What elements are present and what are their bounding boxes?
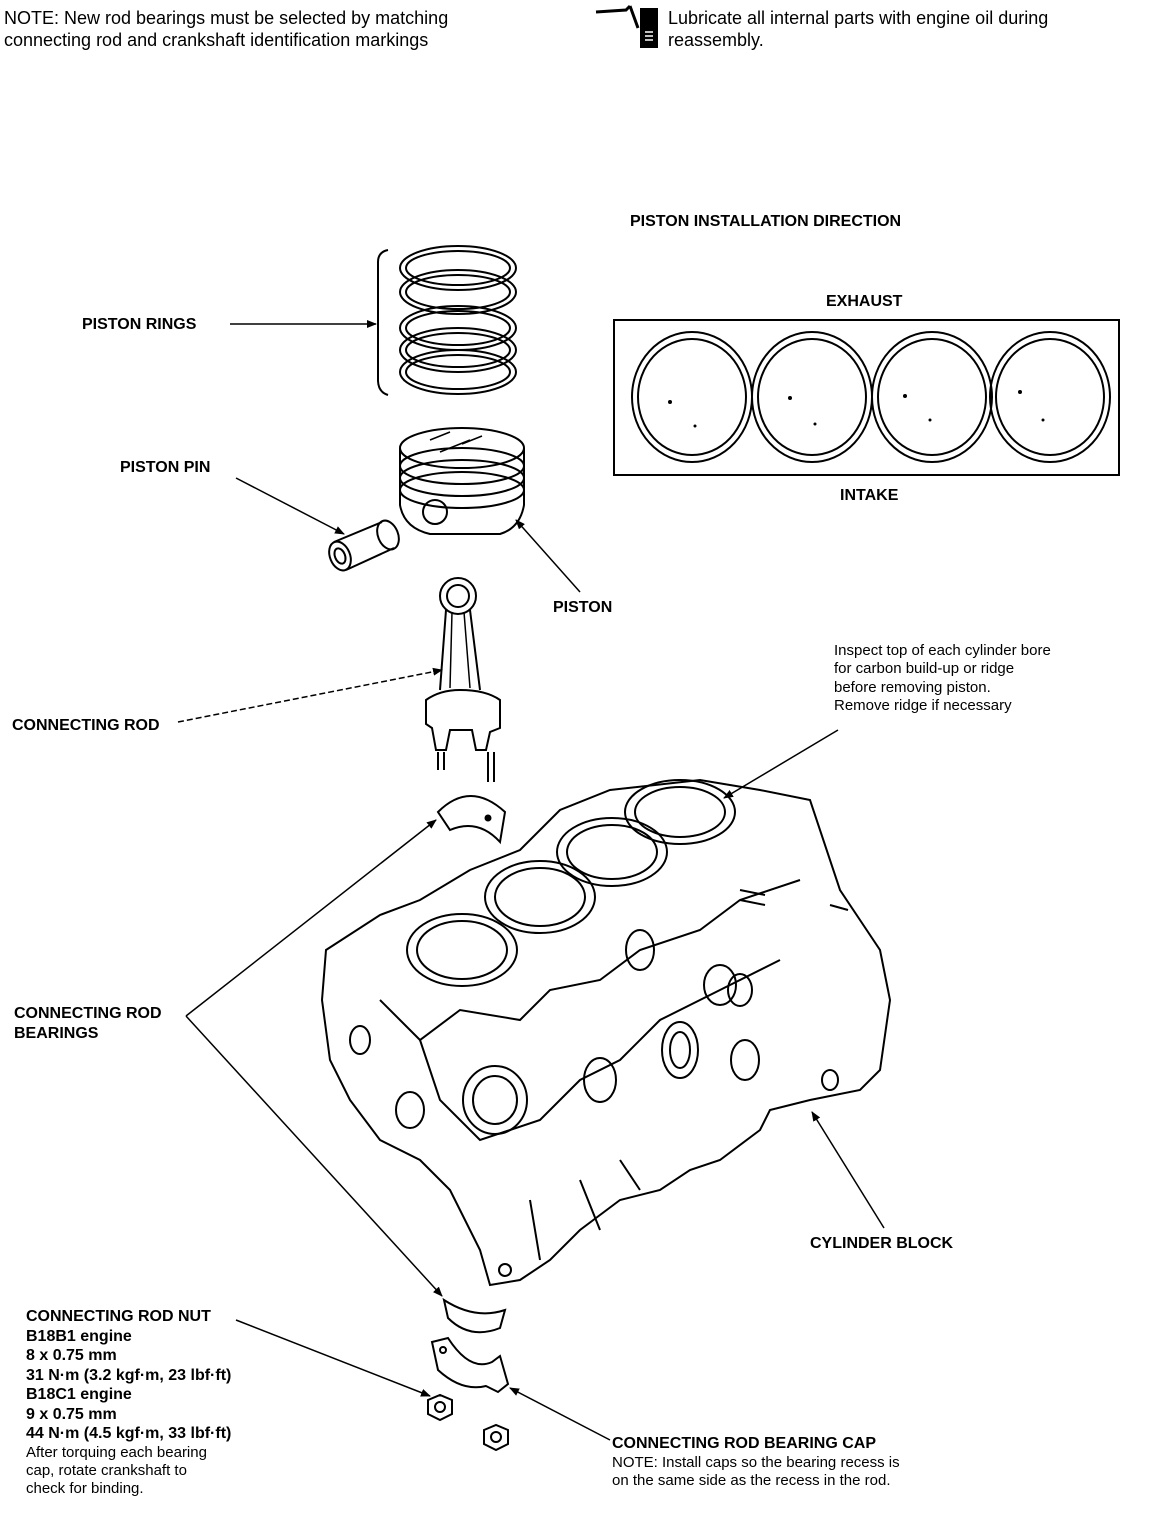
piston-label: PISTON [553, 599, 613, 616]
inspect-note-line-4: Remove ridge if necessary [834, 696, 1012, 714]
bearings-label-line-2: BEARINGS [14, 1024, 99, 1042]
bearing-cap-drawing [432, 1338, 508, 1392]
rod-nut-spec-5: 9 x 0.75 mm [26, 1405, 117, 1423]
exhaust-label: EXHAUST [826, 293, 903, 310]
connecting-rod-label: CONNECTING ROD [12, 717, 160, 734]
rod-nut-spec-2: 8 x 0.75 mm [26, 1347, 117, 1365]
piston-drawing [400, 428, 524, 534]
rod-nut-spec-3: 31 N·m (3.2 kgf·m, 23 lbf·ft) [26, 1366, 232, 1384]
connecting-rod-drawing [426, 578, 500, 782]
piston-pin-drawing [325, 517, 403, 573]
rod-nuts-drawing [428, 1395, 508, 1450]
leader-piston-pin [236, 478, 345, 534]
rod-nut-spec-4: B18C1 engine [26, 1386, 132, 1404]
rod-nut-instruction-3: check for binding. [26, 1480, 144, 1498]
leader-bearing-cap [509, 1388, 610, 1440]
lower-bearing-shell [444, 1300, 505, 1332]
rod-nut-instruction-2: cap, rotate crankshaft to [26, 1461, 187, 1479]
bearing-note-line-2: connecting rod and crankshaft identifica… [4, 29, 429, 50]
bearing-cap-title: CONNECTING ROD BEARING CAP [612, 1435, 877, 1452]
oil-can-icon [596, 6, 658, 48]
rod-nut-spec-6: 44 N·m (4.5 kgf·m, 33 lbf·ft) [26, 1425, 232, 1443]
lubricate-note-line-2: reassembly. [668, 29, 764, 50]
rod-nut-instruction-1: After torquing each bearing [26, 1443, 207, 1461]
leader-bearing-lower [186, 1016, 443, 1297]
inspect-note-line-3: before removing piston. [834, 678, 991, 696]
piston-pin-label: PISTON PIN [120, 459, 211, 476]
leader-rod-nut [236, 1320, 431, 1396]
piston-rings-label: PISTON RINGS [82, 316, 197, 333]
inspect-note-line-1: Inspect top of each cylinder bore [834, 642, 1051, 659]
cylinder-block-label: CYLINDER BLOCK [810, 1235, 954, 1252]
bearing-selection-note: NOTE: New rod bearings must be selected … [4, 8, 448, 52]
inspect-note-line-2: for carbon build-up or ridge [834, 660, 1015, 678]
lubricate-note-line-1: Lubricate all internal parts with engine… [668, 8, 1049, 28]
leader-inspect [723, 730, 838, 798]
leader-connecting-rod [178, 667, 443, 722]
intake-label: INTAKE [840, 487, 899, 504]
piston-direction-diagram [614, 320, 1119, 475]
leader-lines [178, 320, 884, 1440]
rod-nut-spec-block: CONNECTING ROD NUT B18B1 engine 8 x 0.75… [26, 1307, 231, 1499]
leader-bearing-upper [186, 819, 437, 1016]
leader-piston [515, 519, 580, 592]
rod-nut-spec-1: B18B1 engine [26, 1327, 132, 1345]
bearing-cap-note-line-1: NOTE: Install caps so the bearing recess… [612, 1453, 900, 1471]
bearing-note-line-1: NOTE: New rod bearings must be selected … [4, 8, 449, 28]
leader-cylinder-block [812, 1111, 884, 1228]
bearing-cap-note-line-2: on the same side as the recess in the ro… [612, 1471, 891, 1489]
piston-direction-title: PISTON INSTALLATION DIRECTION [630, 213, 902, 230]
connecting-rod-bearings-label: CONNECTING ROD BEARINGS [14, 1004, 162, 1043]
cylinder-block-drawing [322, 780, 890, 1285]
rod-nut-title: CONNECTING ROD NUT [26, 1308, 211, 1325]
piston-rings-drawing [378, 246, 516, 395]
bearings-label-line-1: CONNECTING ROD [14, 1005, 162, 1022]
inspect-note: Inspect top of each cylinder bore for ca… [834, 642, 1051, 715]
lubricate-note: Lubricate all internal parts with engine… [668, 8, 1048, 52]
upper-bearing-shell [438, 796, 505, 842]
bearing-cap-block: CONNECTING ROD BEARING CAP NOTE: Install… [612, 1434, 900, 1490]
